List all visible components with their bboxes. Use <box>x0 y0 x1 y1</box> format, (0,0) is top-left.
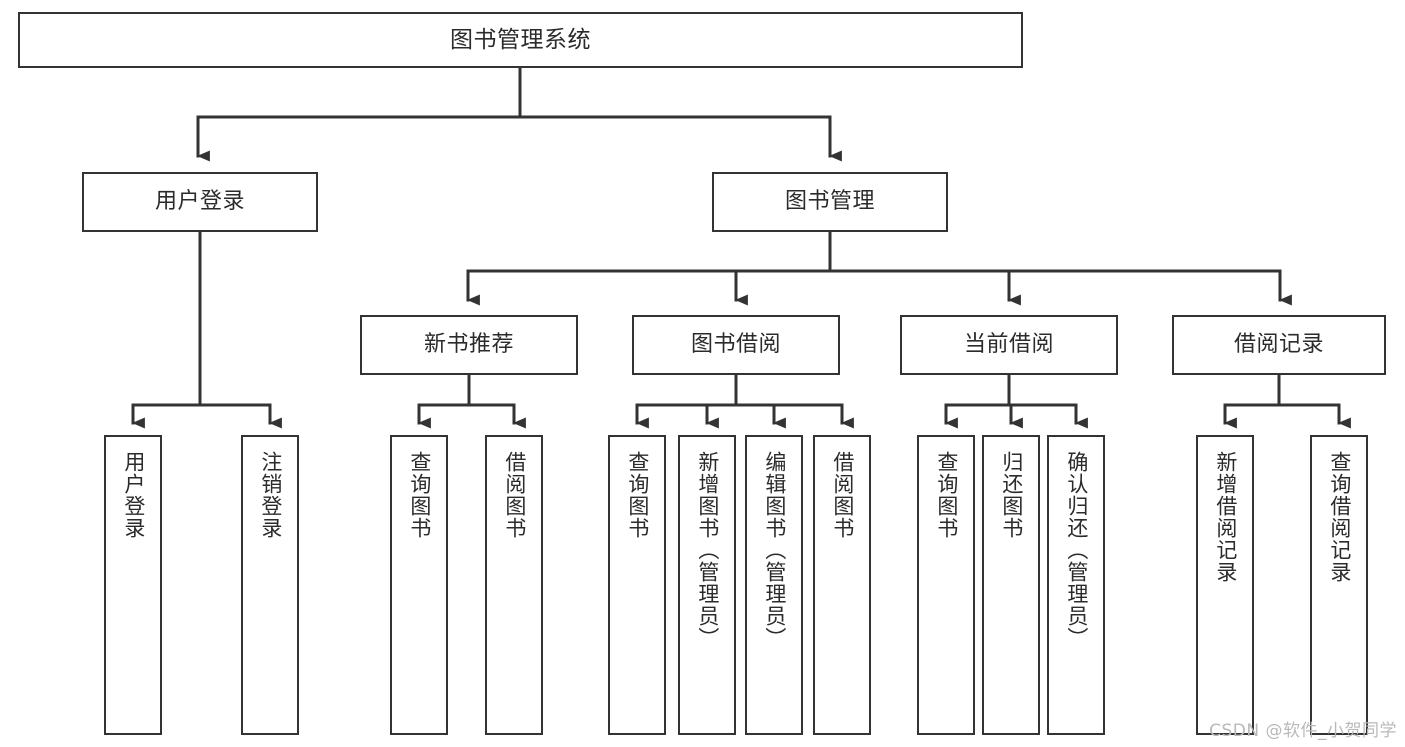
node-book-borrow[interactable]: 图书借阅 <box>632 315 840 375</box>
node-user-login-label: 用户登录 <box>154 189 245 215</box>
node-book-manage[interactable]: 图书管理 <box>712 172 948 232</box>
node-leaf-borrow-book-1[interactable]: 借阅图书 <box>485 435 543 735</box>
node-leaf-edit-book-admin-label: 编辑图书（管理员） <box>762 451 787 649</box>
node-leaf-add-book-admin-label: 新增图书（管理员） <box>695 451 720 649</box>
node-leaf-query-borrow-record[interactable]: 查询借阅记录 <box>1310 435 1368 735</box>
node-leaf-query-book-2-label: 查询图书 <box>625 451 650 539</box>
node-root[interactable]: 图书管理系统 <box>18 12 1023 68</box>
node-borrow-record[interactable]: 借阅记录 <box>1172 315 1386 375</box>
node-root-label: 图书管理系统 <box>450 26 591 53</box>
node-leaf-user-login[interactable]: 用户登录 <box>104 435 162 735</box>
node-leaf-query-borrow-record-label: 查询借阅记录 <box>1327 451 1352 583</box>
node-leaf-user-login-label: 用户登录 <box>121 451 146 539</box>
node-leaf-user-logout[interactable]: 注销登录 <box>241 435 299 735</box>
node-leaf-confirm-return-admin[interactable]: 确认归还（管理员） <box>1047 435 1105 735</box>
node-leaf-add-borrow-record-label: 新增借阅记录 <box>1213 451 1238 583</box>
node-new-book-rec[interactable]: 新书推荐 <box>360 315 578 375</box>
node-leaf-return-book-label: 归还图书 <box>999 451 1024 539</box>
node-leaf-edit-book-admin[interactable]: 编辑图书（管理员） <box>745 435 803 735</box>
node-leaf-query-book-3-label: 查询图书 <box>934 451 959 539</box>
watermark: CSDN @软件_小贺同学 <box>1209 721 1397 741</box>
node-leaf-query-book-2[interactable]: 查询图书 <box>608 435 666 735</box>
node-leaf-add-borrow-record[interactable]: 新增借阅记录 <box>1196 435 1254 735</box>
node-leaf-query-book-3[interactable]: 查询图书 <box>917 435 975 735</box>
node-leaf-query-book-1[interactable]: 查询图书 <box>390 435 448 735</box>
node-borrow-record-label: 借阅记录 <box>1233 332 1324 358</box>
node-leaf-return-book[interactable]: 归还图书 <box>982 435 1040 735</box>
node-leaf-borrow-book-1-label: 借阅图书 <box>502 451 527 539</box>
node-leaf-user-logout-label: 注销登录 <box>258 451 283 539</box>
node-book-manage-label: 图书管理 <box>784 189 875 215</box>
node-book-borrow-label: 图书借阅 <box>690 332 781 358</box>
node-user-login[interactable]: 用户登录 <box>82 172 318 232</box>
node-leaf-confirm-return-admin-label: 确认归还（管理员） <box>1064 451 1089 649</box>
node-current-borrow[interactable]: 当前借阅 <box>900 315 1118 375</box>
node-leaf-query-book-1-label: 查询图书 <box>407 451 432 539</box>
node-leaf-borrow-book-2[interactable]: 借阅图书 <box>813 435 871 735</box>
node-current-borrow-label: 当前借阅 <box>963 332 1054 358</box>
node-new-book-rec-label: 新书推荐 <box>423 332 514 358</box>
node-leaf-add-book-admin[interactable]: 新增图书（管理员） <box>678 435 736 735</box>
node-leaf-borrow-book-2-label: 借阅图书 <box>830 451 855 539</box>
